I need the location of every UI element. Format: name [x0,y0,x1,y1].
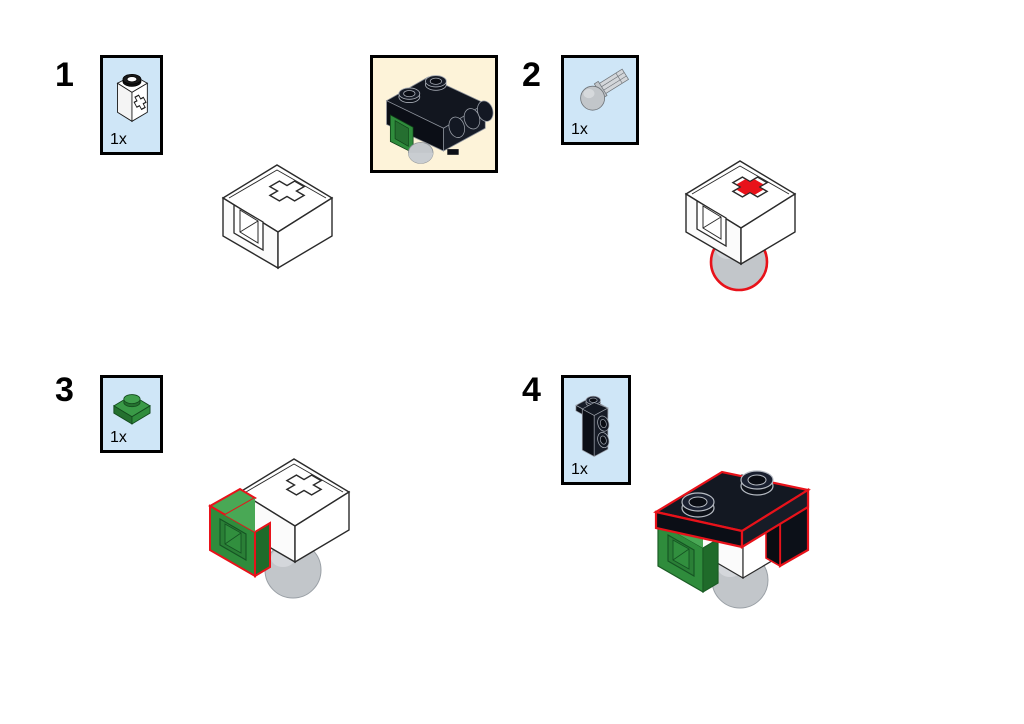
preview-model-art [385,75,494,164]
callout-box-step-3[interactable]: 1x [100,375,163,453]
assembly-step-3 [200,450,360,620]
callout-quantity-step-1: 1x [110,131,127,148]
assembly-step-2 [678,152,808,302]
callout-quantity-step-4: 1x [571,461,588,478]
step-number-1: 1 [55,56,74,94]
callout-box-step-4[interactable]: 1x [561,375,631,485]
part-icon-ball-joint-with-axle [580,68,630,111]
step-number-4: 4 [522,371,541,409]
part-icon-plate-1x1-green [112,394,151,425]
finished-model-preview [370,55,498,173]
part-icon-bracket-1x1-1x2-black [575,395,610,458]
step-number-3: 3 [55,371,74,409]
callout-box-step-2[interactable]: 1x [561,55,639,145]
assembly-step-4 [640,450,840,630]
callout-quantity-step-2: 1x [571,121,588,138]
callout-box-step-1[interactable]: 1x [100,55,163,155]
assembly-step-1 [215,150,340,275]
part-icon-brick-1x1-with-axle-hole [116,73,149,123]
callout-quantity-step-3: 1x [110,429,127,446]
step-number-2: 2 [522,56,541,94]
